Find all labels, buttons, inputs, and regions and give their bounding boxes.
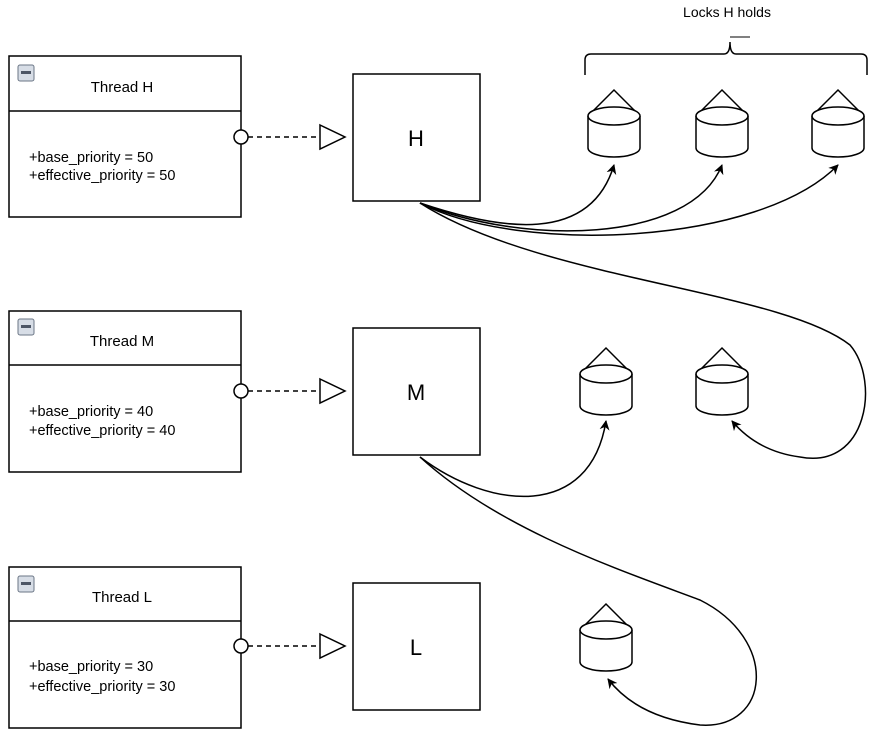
thread-h-class-box[interactable]: Thread H +base_priority = 50 +effective_… [8,55,242,218]
node-m-label: M [407,380,425,405]
thread-l-effective-priority: +effective_priority = 30 [29,679,175,695]
brace [584,41,868,75]
node-h[interactable]: H [352,73,481,202]
thread-h-base-priority: +base_priority = 50 [29,150,153,166]
node-h-label: H [408,126,424,151]
edge-h-lock1 [419,164,617,226]
minus-square-icon[interactable] [17,318,35,336]
edge-h-lock2 [419,164,724,232]
thread-l-class-box[interactable]: Thread L +base_priority = 30 +effective_… [8,566,242,729]
edge-h-lock-m2 [419,202,867,460]
thread-m-effective-priority: +effective_priority = 40 [29,423,175,439]
minus-square-icon[interactable] [17,64,35,82]
edge-h-lock3 [419,164,839,236]
cylinder-lock-icon [811,89,865,158]
cylinder-lock-icon [695,347,749,416]
cylinder-lock-icon [695,89,749,158]
cylinder-lock-icon [579,603,633,672]
thread-m-base-priority: +base_priority = 40 [29,404,153,420]
cylinder-lock-icon [587,89,641,158]
cylinder-lock-icon [579,347,633,416]
thread-m-class-box[interactable]: Thread M +base_priority = 40 +effective_… [8,310,242,473]
locks-caption: Locks H holds [683,4,771,20]
thread-m-title: Thread M [90,333,154,350]
minus-square-icon[interactable] [17,575,35,593]
connector-h [233,123,347,151]
node-l[interactable]: L [352,582,481,711]
thread-h-title: Thread H [91,79,154,96]
thread-l-title: Thread L [92,589,152,606]
connector-m [233,377,347,405]
edge-m-lock-l [419,456,757,726]
connector-l [233,632,347,660]
edge-m-lock1 [419,420,610,498]
node-m[interactable]: M [352,327,481,456]
thread-h-effective-priority: +effective_priority = 50 [29,168,175,184]
node-l-label: L [410,635,422,660]
thread-l-base-priority: +base_priority = 30 [29,659,153,675]
